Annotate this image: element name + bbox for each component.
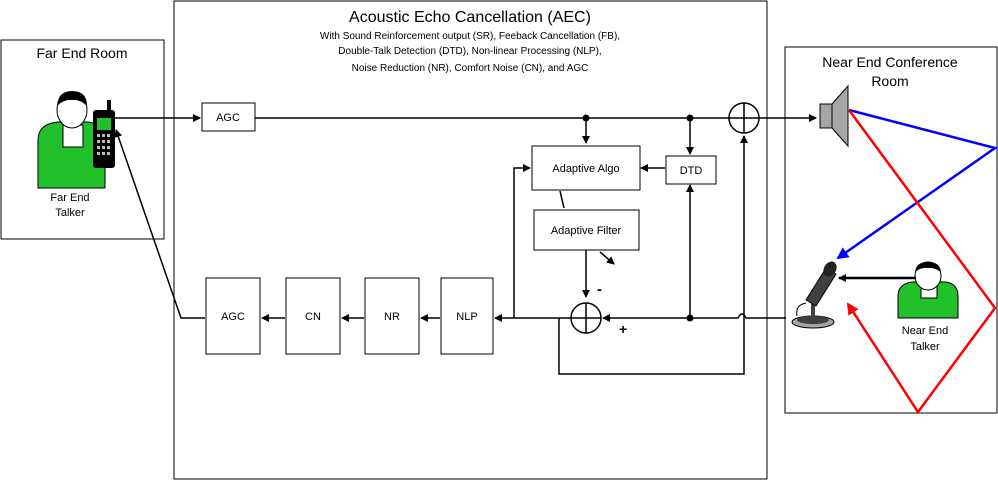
- far-end-room-label: Far End Room: [36, 45, 127, 61]
- nlp-block: [440, 277, 494, 355]
- aec-subtitle-line-2: Double-Talk Detection (DTD), Non-linear …: [338, 46, 601, 57]
- algo-to-filter-wire: [559, 190, 565, 209]
- blue-reflection-path: [836, 108, 998, 260]
- mic-to-error-summer-wire: [602, 313, 786, 322]
- cn-block: [285, 277, 341, 355]
- dtd-label: DTD: [680, 165, 703, 177]
- aec-subtitle-line-1: With Sound Reinforcement output (SR), Fe…: [320, 31, 620, 42]
- nr-label: NR: [384, 311, 400, 323]
- agc-input-block: [201, 102, 256, 132]
- error-summing-junction: [570, 302, 602, 334]
- adaptive-algo-block: [531, 145, 641, 191]
- output-summing-junction: [728, 102, 760, 134]
- summer-minus-sign: -: [597, 281, 602, 298]
- error-feedback-to-algo-wire: [513, 164, 531, 318]
- agc-out-to-far-end-wire: [114, 129, 205, 319]
- near-end-room: [784, 46, 998, 414]
- near-end-talker-icon: [897, 261, 959, 319]
- cellphone-icon: [93, 100, 115, 168]
- far-end-talker-label-line-2: Talker: [55, 207, 85, 219]
- red-reflection-path: [846, 109, 997, 415]
- near-end-talker-label-line-2: Talker: [910, 341, 940, 353]
- agc-input-label: AGC: [216, 112, 240, 124]
- aec-frame: [173, 0, 768, 480]
- aec-title: Acoustic Echo Cancellation (AEC): [349, 9, 591, 26]
- agc-output-label: AGC: [221, 311, 245, 323]
- adaptive-algo-label: Adaptive Algo: [552, 163, 619, 175]
- summer-plus-sign: +: [619, 321, 627, 337]
- agc-output-block: [205, 277, 261, 355]
- aec-subtitle-line-3: Noise Reduction (NR), Comfort Noise (CN)…: [352, 63, 589, 74]
- nr-block: [364, 277, 420, 355]
- adaptive-filter-block: [533, 209, 640, 251]
- near-end-room-label-line-1: Near End Conference: [822, 54, 958, 70]
- adaptation-arrow: [599, 251, 615, 265]
- cn-label: CN: [305, 311, 321, 323]
- nlp-label: NLP: [456, 311, 477, 323]
- adaptive-filter-label: Adaptive Filter: [551, 225, 622, 237]
- near-end-talker-label-line-1: Near End: [902, 325, 948, 337]
- far-end-talker-label-line-1: Far End: [50, 192, 89, 204]
- sound-reinforcement-loop-wire: [558, 135, 748, 375]
- loudspeaker-icon: [819, 84, 849, 148]
- microphone-icon: [791, 261, 837, 329]
- dtd-block: [665, 155, 717, 185]
- near-end-room-label-line-2: Room: [871, 73, 908, 89]
